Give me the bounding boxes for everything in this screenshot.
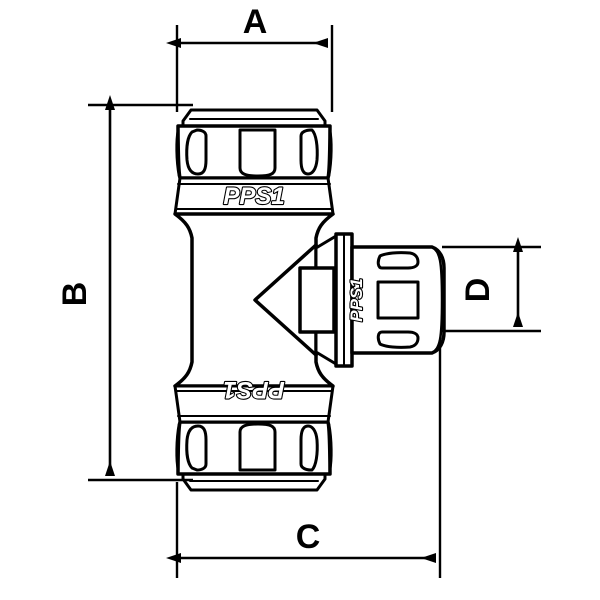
brand-label-top: PPS1 xyxy=(223,183,284,210)
product-geometry: PPS1 xyxy=(173,108,446,492)
dimension-label-c: C xyxy=(296,518,321,556)
dimension-B xyxy=(88,95,193,482)
brand-label-branch: PPS1 xyxy=(347,278,366,321)
dimension-label-a: A xyxy=(243,3,268,41)
branch-socket-collet: PPS1 xyxy=(298,232,446,368)
brand-label-bottom: PPS1 xyxy=(223,376,284,403)
dimension-label-b: B xyxy=(56,282,94,307)
dimension-C xyxy=(166,340,442,578)
dimension-D xyxy=(442,237,541,333)
top-socket-collet: PPS1 xyxy=(173,108,335,216)
dimension-layer xyxy=(88,25,541,578)
bottom-socket-collet xyxy=(173,384,335,492)
dimension-label-d: D xyxy=(459,278,497,303)
dimension-label-layer: A B C D xyxy=(56,3,497,556)
dimension-A xyxy=(166,25,334,112)
